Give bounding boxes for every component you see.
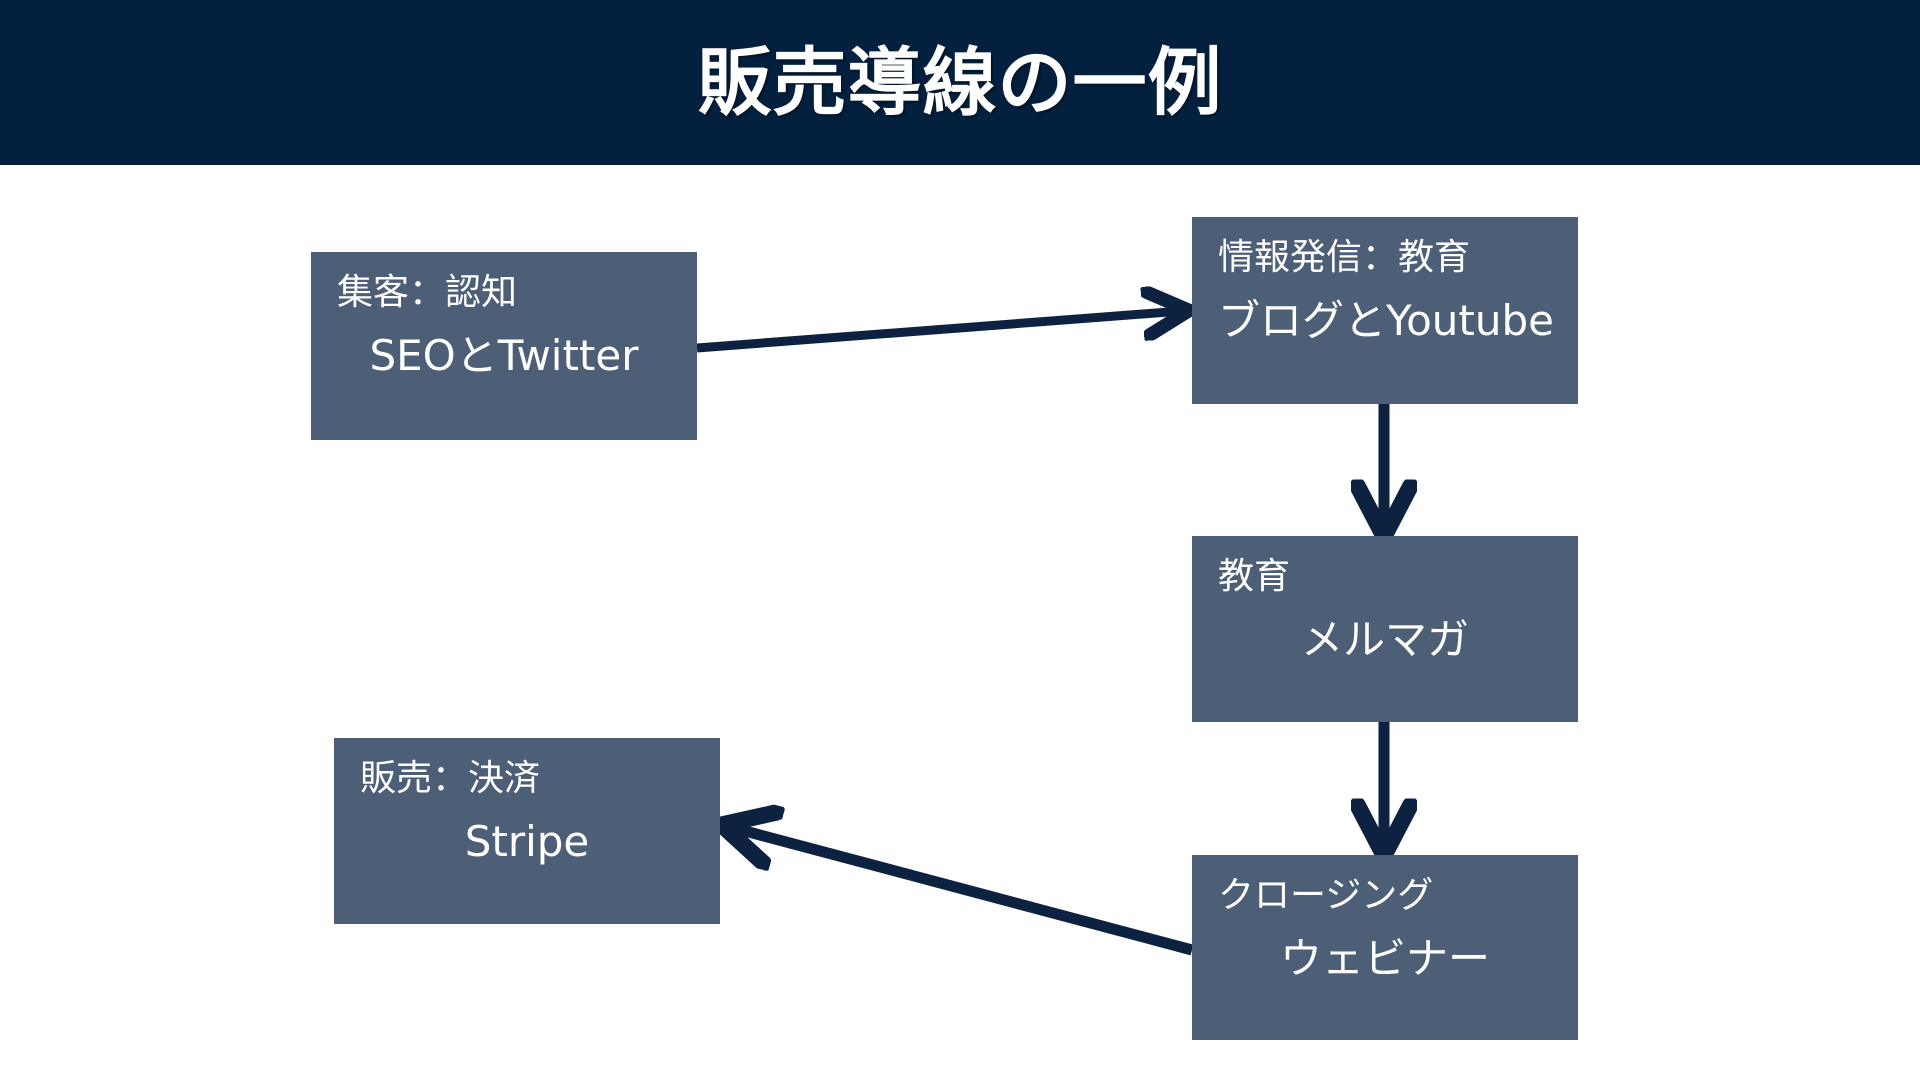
flow-node-stage-label: 集客：認知 <box>337 272 518 313</box>
flow-node-tool-label: ウェビナー <box>1279 934 1490 983</box>
flow-node-payment[interactable]: 販売：決済 Stripe <box>334 738 720 924</box>
flow-node-education[interactable]: 教育 メルマガ <box>1192 536 1578 722</box>
flow-node-tool-label: メルマガ <box>1300 615 1469 664</box>
flow-node-tool-label: SEOとTwitter <box>369 331 639 380</box>
flow-node-stage-label: クロージング <box>1218 875 1434 916</box>
flow-node-stage-label: 情報発信：教育 <box>1218 237 1471 278</box>
flow-node-tool-label: ブログとYoutube <box>1218 296 1554 345</box>
flow-node-acquisition[interactable]: 集客：認知 SEOとTwitter <box>311 252 697 440</box>
arrow-acquisition-to-content <box>696 311 1182 353</box>
title-banner: 販売導線の一例 <box>0 0 1920 165</box>
flow-node-stage-label: 教育 <box>1218 556 1291 597</box>
arrow-closing-to-payment <box>730 827 1194 956</box>
flow-node-content[interactable]: 情報発信：教育 ブログとYoutube <box>1192 217 1578 404</box>
flow-node-closing[interactable]: クロージング ウェビナー <box>1192 855 1578 1040</box>
page-title: 販売導線の一例 <box>697 39 1223 126</box>
flow-node-stage-label: 販売：決済 <box>360 758 541 799</box>
flow-node-tool-label: Stripe <box>464 817 590 866</box>
